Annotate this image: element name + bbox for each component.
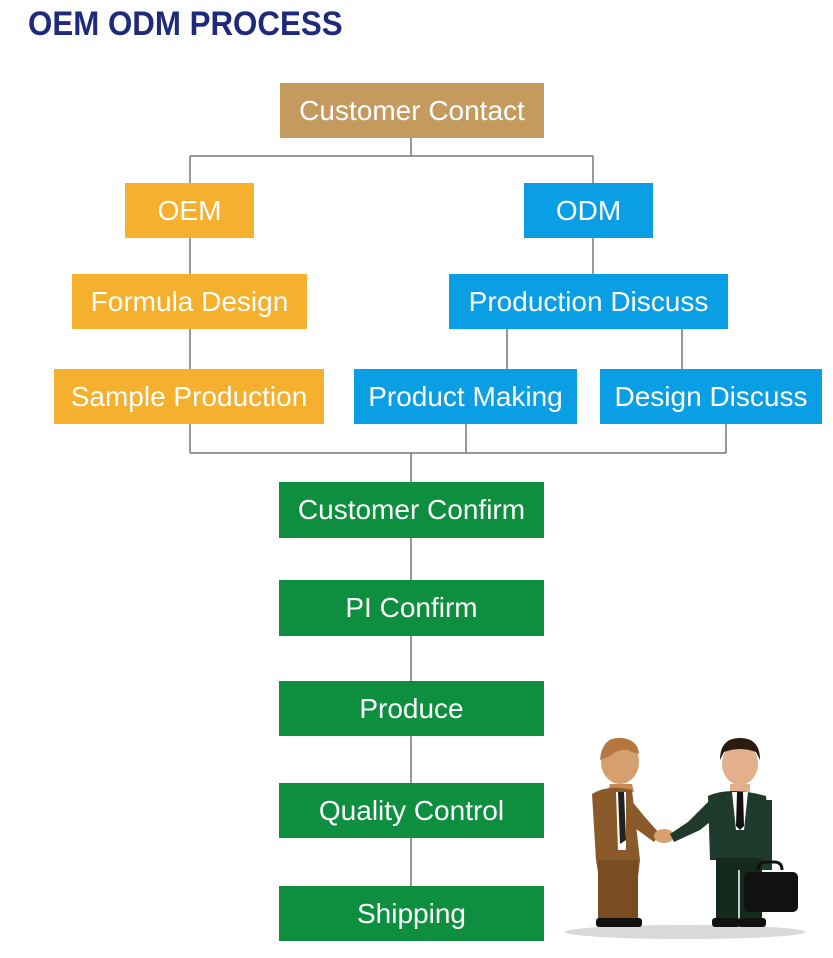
businessman-left-icon: [592, 737, 660, 927]
briefcase-icon: [744, 860, 798, 912]
page-title: OEM ODM PROCESS: [28, 5, 343, 43]
node-shipping: Shipping: [279, 886, 544, 941]
handshake-hands: [654, 829, 674, 843]
node-formula-design: Formula Design: [72, 274, 307, 329]
ground-shadow: [565, 925, 805, 939]
node-customer-confirm: Customer Confirm: [279, 482, 544, 538]
node-product-making: Product Making: [354, 369, 577, 424]
handshake-illustration: [565, 737, 805, 939]
node-produce: Produce: [279, 681, 544, 736]
node-odm: ODM: [524, 183, 653, 238]
node-quality-control: Quality Control: [279, 783, 544, 838]
node-design-discuss: Design Discuss: [600, 369, 822, 424]
node-oem: OEM: [125, 183, 254, 238]
node-pi-confirm: PI Confirm: [279, 580, 544, 636]
node-production-discuss: Production Discuss: [449, 274, 728, 329]
node-customer-contact: Customer Contact: [280, 83, 544, 138]
node-sample-production: Sample Production: [54, 369, 324, 424]
